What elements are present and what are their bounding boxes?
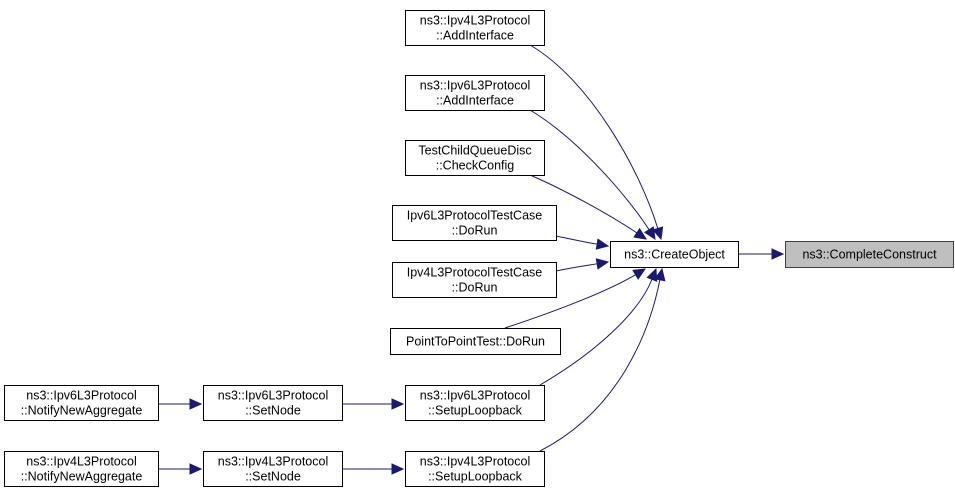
node-label: ::SetupLoopback	[428, 470, 523, 484]
arrowhead-icon	[632, 268, 647, 280]
edge-line	[555, 235, 598, 245]
node-label: ns3::CreateObject	[624, 248, 725, 262]
node-v4setnode[interactable]: ns3::Ipv4L3Protocol::SetNode	[203, 451, 343, 487]
arrowhead-icon	[652, 226, 664, 241]
node-complete[interactable]: ns3::CompleteConstruct	[785, 241, 954, 268]
arrowhead-icon	[654, 267, 666, 282]
arrowhead-icon	[646, 267, 658, 282]
edges-layer	[157, 44, 785, 475]
arrowhead-icon	[771, 248, 785, 260]
node-label: ::NotifyNewAggregate	[21, 470, 143, 484]
root-node-box[interactable]	[785, 241, 954, 268]
edge-line	[529, 174, 638, 234]
edge-checkcfg-to-create	[529, 174, 648, 240]
node-v6loop[interactable]: ns3::Ipv6L3Protocol::SetupLoopback	[405, 385, 545, 421]
node-v6add[interactable]: ns3::Ipv6L3Protocol::AddInterface	[405, 75, 545, 111]
node-label: ns3::Ipv4L3Protocol	[420, 455, 531, 469]
edge-create-to-complete	[738, 248, 785, 260]
arrowhead-icon	[595, 238, 610, 250]
node-label: ns3::Ipv6L3Protocol	[26, 389, 137, 403]
arrowhead-icon	[391, 398, 405, 410]
edge-p2p-to-create	[504, 268, 647, 329]
node-box[interactable]	[392, 205, 557, 241]
edge-line	[539, 279, 661, 452]
node-box[interactable]	[405, 385, 545, 421]
node-box[interactable]	[4, 451, 159, 487]
edge-line	[504, 274, 636, 329]
arrowhead-icon	[391, 463, 405, 475]
edge-v4notify-to-v4setnode	[158, 463, 203, 475]
arrowhead-icon	[595, 258, 610, 270]
node-label: ns3::Ipv4L3Protocol	[26, 455, 137, 469]
node-label: Ipv6L3ProtocolTestCase	[407, 209, 543, 223]
arrowhead-icon	[189, 398, 203, 410]
node-box[interactable]	[4, 385, 159, 421]
node-box[interactable]	[203, 385, 343, 421]
node-label: ns3::Ipv6L3Protocol	[420, 389, 531, 403]
node-v6test[interactable]: Ipv6L3ProtocolTestCase::DoRun	[392, 205, 557, 241]
edge-v4add-to-create	[529, 44, 664, 241]
node-label: ns3::Ipv6L3Protocol	[420, 79, 531, 93]
node-v6setnode[interactable]: ns3::Ipv6L3Protocol::SetNode	[203, 385, 343, 421]
edge-v4loop-to-create	[539, 267, 666, 452]
node-label: Ipv4L3ProtocolTestCase	[407, 266, 543, 280]
node-box[interactable]	[405, 10, 545, 46]
node-box[interactable]	[203, 451, 343, 487]
edge-line	[555, 263, 598, 272]
node-v4notify[interactable]: ns3::Ipv4L3Protocol::NotifyNewAggregate	[4, 451, 159, 487]
edge-v4setnode-to-v4loop	[342, 463, 405, 475]
edge-line	[529, 44, 659, 229]
arrowhead-icon	[189, 463, 203, 475]
node-create[interactable]: ns3::CreateObject	[610, 241, 739, 268]
node-label: ::AddInterface	[436, 29, 514, 43]
node-label: ::CheckConfig	[436, 159, 515, 173]
node-p2p[interactable]: PointToPointTest::DoRun	[390, 328, 561, 355]
node-label: ::DoRun	[452, 281, 498, 295]
node-box[interactable]	[405, 451, 545, 487]
node-box[interactable]	[405, 140, 545, 176]
node-label: PointToPointTest::DoRun	[406, 335, 545, 349]
node-label: ns3::Ipv4L3Protocol	[420, 14, 531, 28]
edge-v6loop-to-create	[539, 267, 658, 386]
node-label: ::DoRun	[452, 224, 498, 238]
edge-line	[529, 109, 650, 231]
edge-v6test-to-create	[555, 235, 610, 250]
edge-v6notify-to-v6setnode	[157, 398, 203, 410]
node-label: ::SetNode	[245, 404, 301, 418]
node-v4add[interactable]: ns3::Ipv4L3Protocol::AddInterface	[405, 10, 545, 46]
node-checkcfg[interactable]: TestChildQueueDisc::CheckConfig	[405, 140, 545, 176]
edge-v6add-to-create	[529, 109, 656, 241]
node-v4test[interactable]: Ipv4L3ProtocolTestCase::DoRun	[392, 262, 557, 298]
node-v4loop[interactable]: ns3::Ipv4L3Protocol::SetupLoopback	[405, 451, 545, 487]
arrowhead-icon	[633, 227, 648, 240]
edge-line	[539, 279, 653, 386]
node-box[interactable]	[405, 75, 545, 111]
node-box[interactable]	[610, 241, 739, 268]
node-label: ::NotifyNewAggregate	[21, 404, 143, 418]
node-v6notify[interactable]: ns3::Ipv6L3Protocol::NotifyNewAggregate	[4, 385, 159, 421]
node-label: TestChildQueueDisc	[418, 144, 531, 158]
node-box[interactable]	[392, 262, 557, 298]
arrowhead-icon	[643, 226, 656, 241]
edge-v6setnode-to-v6loop	[341, 398, 405, 410]
node-label: ::SetNode	[245, 470, 301, 484]
node-label: ns3::Ipv4L3Protocol	[218, 455, 329, 469]
edge-v4test-to-create	[555, 258, 610, 272]
node-box[interactable]	[390, 328, 561, 355]
nodes-layer: ns3::CompleteConstructns3::CreateObjectn…	[4, 10, 954, 487]
node-label: ::SetupLoopback	[428, 404, 523, 418]
node-label: ns3::Ipv6L3Protocol	[218, 389, 329, 403]
node-label: ::AddInterface	[436, 94, 514, 108]
node-label: ns3::CompleteConstruct	[802, 248, 937, 262]
